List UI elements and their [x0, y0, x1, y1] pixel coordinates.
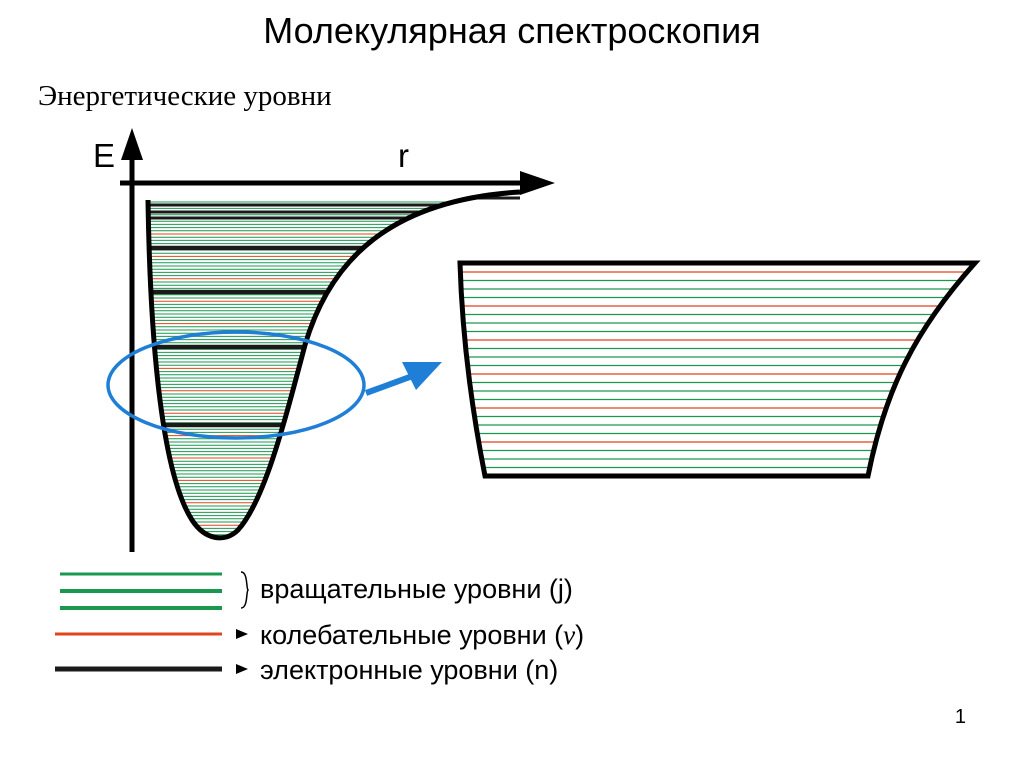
zoom-arrow-head-icon [402, 362, 442, 390]
legend-electronic-label: электронные уровни (n) [260, 655, 559, 685]
energy-axis-label: E [93, 137, 115, 174]
legend-brace-icon [240, 571, 250, 609]
potential-well-curve [145, 189, 521, 541]
energy-axis-arrow-icon [121, 128, 143, 160]
legend [55, 571, 250, 674]
slide-subtitle: Энергетические уровни [38, 80, 332, 112]
legend-vibrational-label: колебательные уровни (v) [260, 620, 584, 651]
slide-title: Молекулярная спектроскопия [263, 10, 761, 51]
legend-electronic-arrow-icon [236, 664, 248, 674]
legend-rotational-label: вращательные уровни (j) [260, 574, 573, 604]
legend-vibrational-suffix: ) [575, 620, 585, 650]
potential-well-levels [150, 192, 520, 536]
legend-vibrational-symbol: v [563, 620, 576, 650]
distance-axis-arrow-icon [520, 171, 555, 195]
distance-axis-label: r [398, 137, 409, 174]
zoomed-region-box [457, 260, 981, 479]
highlight-ellipse [106, 330, 366, 440]
legend-vibrational-arrow-icon [236, 629, 248, 639]
axes [120, 128, 555, 552]
page-number: 1 [954, 706, 966, 728]
legend-vibrational-prefix: колебательные уровни ( [260, 620, 564, 650]
zoom-arrow-shaft [364, 371, 420, 396]
